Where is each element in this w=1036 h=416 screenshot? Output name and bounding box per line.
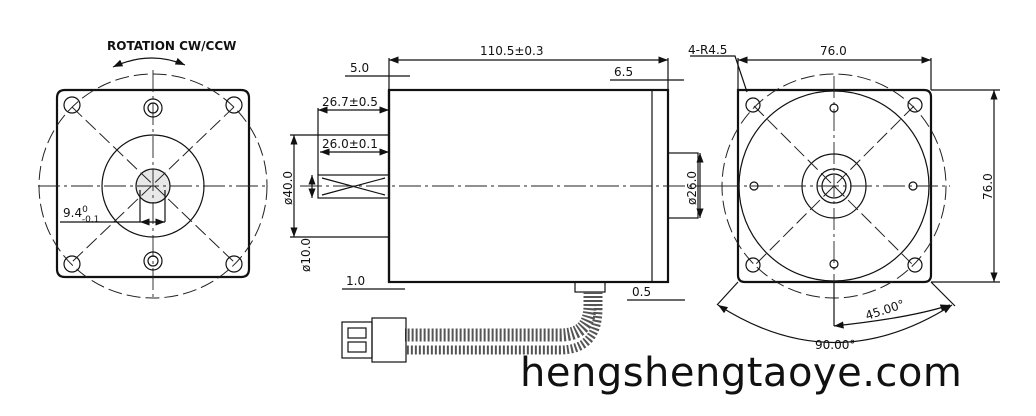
shaft-diameter-dim: ø10.0: [299, 238, 313, 272]
boss-height-dim: 1.0: [346, 274, 365, 288]
watermark: hengshengtaoye.com: [520, 350, 963, 396]
height-dim: 76.0: [981, 173, 995, 200]
mount-holes: [63, 96, 243, 273]
rear-hub-dim: ø26.0: [685, 171, 699, 205]
shaft-length-dim: 26.7±0.5: [322, 95, 378, 109]
side-view: 110.5±0.3 5.0 26.7±0.5 26.0±0.1 ø40.0 ø1…: [281, 44, 720, 363]
flange-thickness-dim: 5.0: [350, 61, 369, 75]
key-length-dim: 26.0±0.1: [322, 137, 378, 151]
width-dim: 76.0: [820, 44, 847, 58]
rear-cap-dim: 6.5: [614, 65, 633, 79]
front-view: 9.40-0.1 ROTATION CW/CCW: [38, 39, 268, 300]
rear-gap-dim: 0.5: [632, 285, 651, 299]
boss-diameter-dim: ø40.0: [281, 171, 295, 205]
corner-radius-dim: 4-R4.5: [688, 43, 727, 57]
rear-view: 76.0 76.0 4-R4.5 45.00° 90.00°: [688, 43, 1000, 352]
overall-length-dim: 110.5±0.3: [480, 44, 544, 58]
rear-holes: [745, 97, 923, 273]
shaft-flat-dim: 9.40-0.1: [63, 205, 99, 225]
angle-90-dim: 90.00°: [815, 338, 855, 352]
cable: [341, 281, 606, 363]
rotation-label: ROTATION CW/CCW: [107, 39, 236, 53]
